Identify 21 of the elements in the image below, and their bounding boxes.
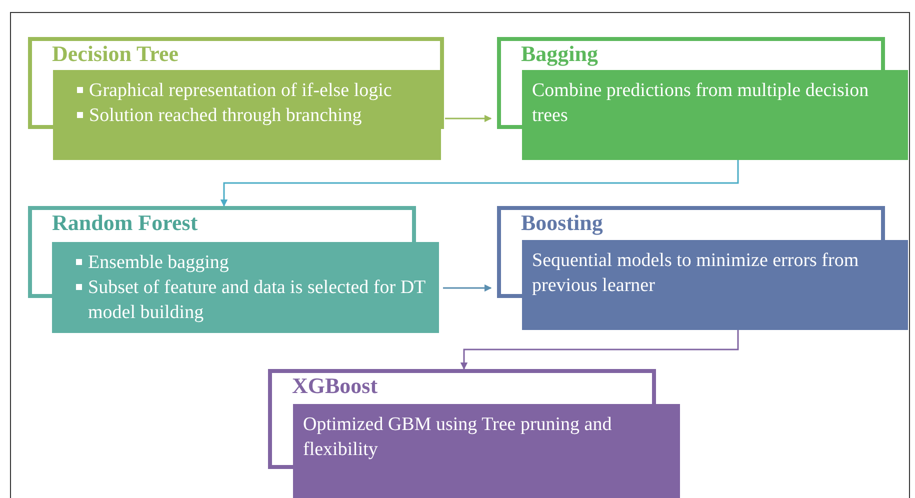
box-heading: Bagging bbox=[521, 41, 598, 67]
process-box bbox=[268, 369, 680, 498]
box-text: Combine predictions from multiple decision trees bbox=[532, 79, 870, 128]
box-heading: Decision Tree bbox=[52, 41, 178, 67]
bullet-text: Solution reached through branching bbox=[89, 104, 362, 128]
bullet-text: Graphical representation of if-else logic bbox=[89, 79, 392, 103]
bullet-text: Ensemble bagging bbox=[88, 251, 229, 275]
process-box bbox=[28, 37, 441, 160]
box-text: Optimized GBM using Tree pruning and flexibility bbox=[303, 413, 613, 462]
bullet-text: Subset of feature and data is selected for DT model building bbox=[88, 276, 426, 325]
box-text: Sequential models to minimize errors from previous learner bbox=[532, 249, 860, 298]
process-box bbox=[28, 206, 439, 333]
process-box bbox=[497, 206, 908, 330]
box-heading: Boosting bbox=[521, 210, 603, 236]
process-box bbox=[497, 37, 908, 160]
arrow bbox=[460, 330, 739, 370]
box-heading: Random Forest bbox=[52, 210, 198, 236]
arrow bbox=[445, 114, 492, 122]
arrow bbox=[220, 160, 739, 207]
arrow bbox=[443, 284, 492, 292]
box-heading: XGBoost bbox=[292, 373, 378, 399]
